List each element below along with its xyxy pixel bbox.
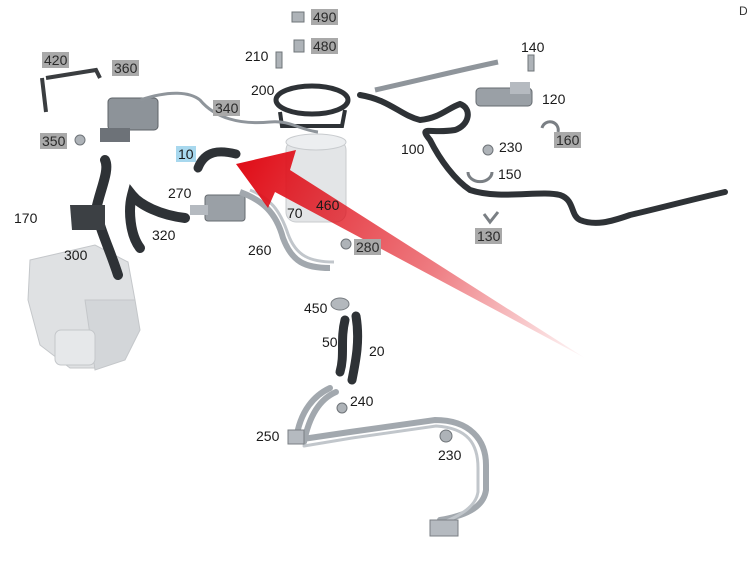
bolts [74, 11, 535, 443]
hose-20 [347, 311, 363, 385]
label-340: 340 [213, 100, 241, 116]
label-260: 260 [248, 242, 272, 258]
label-250: 250 [256, 428, 280, 444]
hose-50 [335, 315, 350, 377]
label-360: 360 [112, 60, 140, 76]
label-270: 270 [168, 185, 192, 201]
label-480: 480 [311, 38, 339, 54]
label-230-lower: 230 [438, 447, 462, 463]
clamp-450 [330, 297, 350, 311]
label-420: 420 [42, 52, 70, 68]
label-50: 50 [322, 334, 338, 350]
hose-320 [125, 184, 190, 253]
label-240: 240 [350, 393, 374, 409]
label-20: 20 [369, 343, 385, 359]
label-10: 10 [176, 146, 196, 162]
label-450: 450 [304, 300, 328, 316]
valve-block [100, 97, 159, 142]
rail-pipe [374, 59, 499, 93]
label-320: 320 [152, 227, 176, 243]
label-170: 170 [14, 210, 38, 226]
label-150: 150 [498, 166, 522, 182]
pipe-250 [287, 385, 489, 537]
label-100: 100 [401, 141, 425, 157]
label-120: 120 [542, 91, 566, 107]
clamp-160 [540, 120, 560, 133]
label-350: 350 [40, 133, 68, 149]
hose-300-connector [70, 205, 105, 230]
label-160: 160 [554, 132, 582, 148]
return-line-100 [357, 92, 728, 226]
part-120 [475, 82, 533, 107]
bracket-420 [40, 67, 102, 113]
clamp-150 [466, 171, 494, 184]
label-70: 70 [287, 205, 303, 221]
label-300: 300 [64, 247, 88, 263]
pointer-arrow [236, 150, 585, 358]
label-280: 280 [354, 239, 382, 255]
junction-block [190, 194, 246, 222]
label-460: 460 [316, 197, 340, 213]
clamp-130 [482, 211, 500, 225]
label-200: 200 [251, 82, 275, 98]
label-130: 130 [475, 228, 503, 244]
corner-mark: D [739, 4, 747, 18]
label-230: 230 [499, 139, 523, 155]
label-140: 140 [521, 39, 545, 55]
filter-bracket [273, 83, 351, 128]
pipe-340 [139, 91, 319, 134]
pipe-260 [238, 189, 331, 271]
high-pressure-pump [27, 244, 141, 371]
label-210: 210 [245, 48, 269, 64]
label-490: 490 [311, 9, 339, 25]
hose-10 [193, 147, 241, 173]
